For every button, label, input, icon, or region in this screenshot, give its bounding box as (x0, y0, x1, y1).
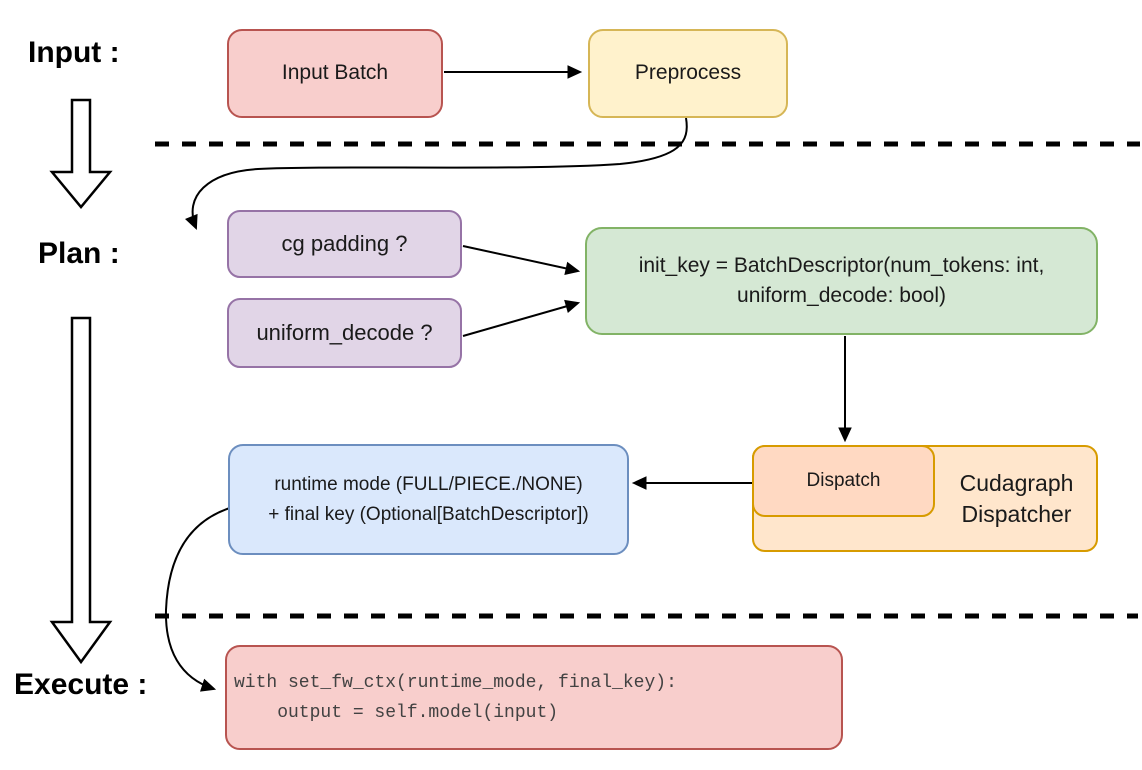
arrow-runtime-mode-to-execute-code (164, 506, 234, 692)
dispatch-label: Dispatch (806, 470, 881, 492)
runtime-mode-line2: + final key (Optional[BatchDescriptor]) (268, 503, 589, 525)
cudagraph-dispatcher-line1: Cudagraph (959, 469, 1074, 496)
cg-padding-node: cg padding ? (227, 210, 462, 278)
arrow-uniform-decode-to-init-key (462, 299, 581, 337)
preprocess-label: Preprocess (634, 61, 742, 85)
uniform-decode-label: uniform_decode ? (256, 320, 433, 346)
phase-arrow-plan-to-execute-icon (49, 316, 113, 665)
cudagraph-dispatcher-line2: Dispatcher (961, 500, 1072, 527)
preprocess-node: Preprocess (588, 29, 788, 118)
init-key-node: init_key = BatchDescriptor(num_tokens: i… (585, 227, 1098, 335)
uniform-decode-node: uniform_decode ? (227, 298, 462, 368)
execute-code-line2: output = self.model(input) (234, 702, 559, 723)
dispatch-node: Dispatch (752, 445, 935, 517)
execute-code-node: with set_fw_ctx(runtime_mode, final_key)… (225, 645, 843, 750)
cg-padding-label: cg padding ? (281, 231, 408, 257)
runtime-mode-line1: runtime mode (FULL/PIECE./NONE) (274, 473, 583, 495)
phase-arrow-input-to-plan-icon (49, 98, 113, 209)
init-key-line1: init_key = BatchDescriptor(num_tokens: i… (638, 254, 1045, 277)
phase-label-input: Input : (28, 36, 120, 69)
init-key-line2: uniform_decode: bool) (737, 284, 946, 307)
runtime-mode-node: runtime mode (FULL/PIECE./NONE) + final … (228, 444, 629, 555)
execute-code-line1: with set_fw_ctx(runtime_mode, final_key)… (234, 672, 677, 693)
phase-label-execute: Execute : (14, 668, 148, 701)
arrow-cg-padding-to-init-key (462, 245, 581, 275)
input-batch-label: Input Batch (281, 61, 389, 85)
phase-label-plan: Plan : (38, 237, 120, 270)
input-batch-node: Input Batch (227, 29, 443, 118)
cudagraph-dispatcher-label: Cudagraph Dispatcher (935, 445, 1098, 552)
